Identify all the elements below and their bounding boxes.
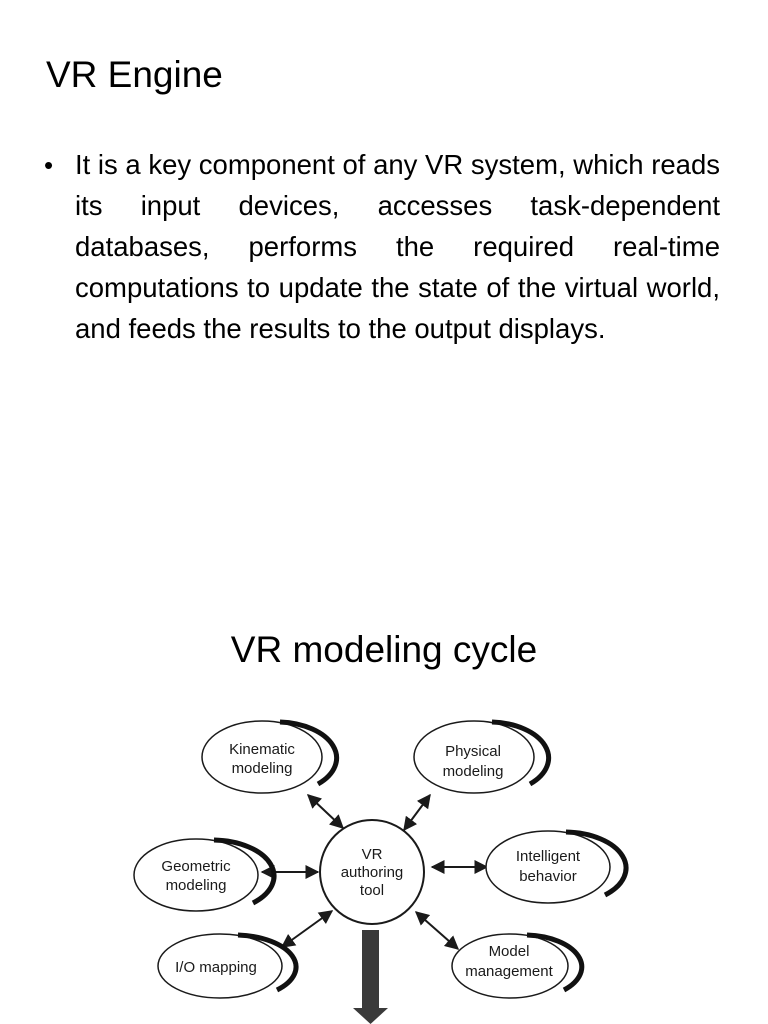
- physical-label-line1: Physical: [445, 743, 501, 760]
- center-node: VR authoring tool: [319, 819, 425, 925]
- geometric-label-line1: Geometric: [161, 858, 231, 875]
- bullet-text: It is a key component of any VR system, …: [75, 149, 721, 344]
- connector-kinematic: [306, 794, 345, 829]
- node-kinematic-modeling: Kinematic modeling: [201, 719, 340, 794]
- slide-vr-modeling-cycle: VR modeling cycle VR authoring tool: [0, 512, 768, 1024]
- node-geometric-modeling: Geometric modeling: [133, 837, 277, 912]
- model-label-line1: Model: [489, 943, 530, 960]
- bullet-item: • It is a key component of any VR system…: [44, 144, 724, 349]
- node-physical-modeling: Physical modeling: [413, 719, 552, 794]
- center-label-line2: authoring: [341, 864, 404, 881]
- slide-vr-engine: VR Engine • It is a key component of any…: [44, 54, 724, 349]
- center-label-line1: VR: [362, 846, 383, 863]
- connector-physical: [403, 793, 431, 832]
- intelligent-label-line2: behavior: [519, 868, 577, 885]
- connector-model: [414, 911, 460, 950]
- kinematic-label-line2: modeling: [232, 760, 293, 777]
- physical-label-line2: modeling: [443, 763, 504, 780]
- bullet-dot-icon: •: [44, 150, 54, 180]
- center-label-line3: tool: [360, 882, 384, 899]
- kinematic-label-line1: Kinematic: [229, 741, 295, 758]
- model-label-line2: management: [465, 963, 553, 980]
- node-intelligent-behavior: Intelligent behavior: [485, 829, 629, 904]
- geometric-label-line2: modeling: [166, 877, 227, 894]
- intelligent-label-line1: Intelligent: [516, 848, 581, 865]
- node-model-management: Model management: [451, 932, 585, 999]
- io-label: I/O mapping: [175, 959, 257, 976]
- node-io-mapping: I/O mapping: [157, 932, 299, 999]
- modeling-cycle-diagram: VR authoring tool Kinematic modeling Phy…: [133, 719, 629, 1024]
- connector-io: [280, 910, 334, 948]
- slide-title: VR Engine: [46, 54, 223, 95]
- output-arrow-icon: [353, 930, 388, 1024]
- slide-title: VR modeling cycle: [230, 629, 538, 670]
